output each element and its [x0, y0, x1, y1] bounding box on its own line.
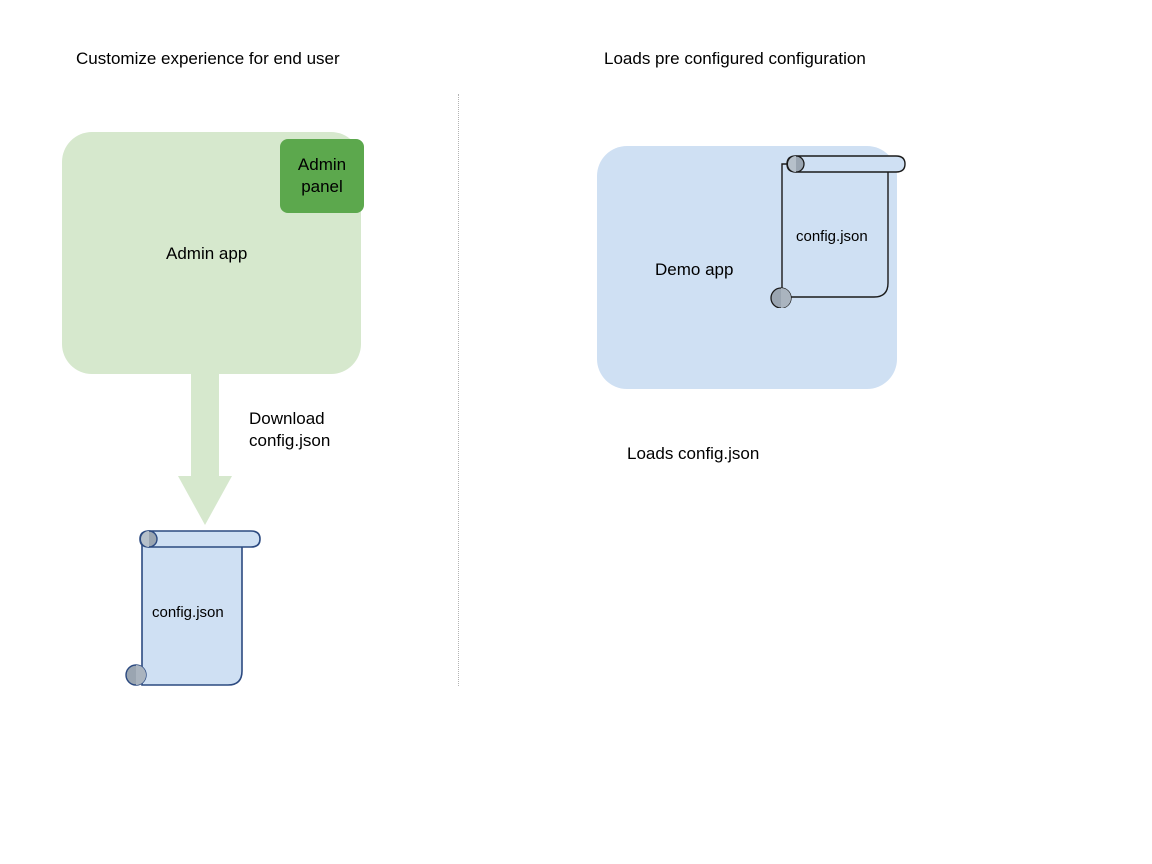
config-json-document-right[interactable]: config.json	[770, 150, 912, 309]
document-body-left	[141, 540, 243, 686]
document-top-curl-highlight-left	[141, 531, 149, 547]
config-json-document-left[interactable]: config.json	[120, 527, 266, 692]
document-bottom-curl-highlight-left	[136, 665, 146, 685]
download-arrow-label-line2: config.json	[249, 431, 331, 450]
document-body-right	[781, 163, 889, 298]
config-json-label-left: config.json	[152, 604, 224, 621]
column-divider	[458, 94, 459, 686]
download-arrow-label-line1: Download	[249, 409, 325, 428]
download-arrow-shape	[178, 368, 232, 525]
config-json-scroll-shape-right	[770, 155, 906, 309]
config-json-label-right: config.json	[796, 228, 868, 245]
document-bottom-curl-highlight-right	[781, 288, 791, 308]
demo-app-label: Demo app	[655, 260, 734, 279]
admin-app-label: Admin app	[166, 244, 248, 263]
config-json-scroll-shape-left	[125, 530, 261, 686]
loads-config-caption: Loads config.json	[627, 444, 760, 463]
download-arrow	[178, 368, 232, 525]
document-top-roll-right	[786, 155, 906, 173]
admin-app-box[interactable]: Admin app Admin panel	[62, 132, 364, 374]
left-column-heading: Customize experience for end user	[76, 49, 340, 68]
admin-panel-chip[interactable]: Admin panel	[280, 139, 364, 213]
download-arrow-label: Download config.json	[249, 408, 330, 452]
document-top-curl-highlight-right	[788, 156, 796, 172]
right-column-heading: Loads pre configured configuration	[604, 49, 866, 68]
document-top-roll-left	[139, 530, 261, 548]
